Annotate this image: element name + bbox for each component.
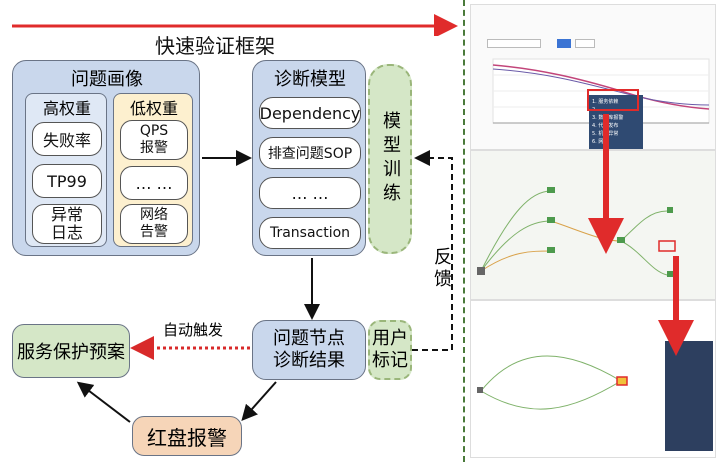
screenshot-top: 1. 服务依赖 2. 3. 数据库报警 4. 代码发布 5. 机器异常 6. 网… <box>470 4 716 150</box>
connector-arrows <box>76 150 453 423</box>
diagnosis-result-box: 问题节点 诊断结果 <box>252 320 366 380</box>
problem-profile-panel: 问题画像 高权重 失败率 TP99 异常 日志 低权重 QPS 报警 … … 网… <box>12 60 200 256</box>
detail-panel <box>665 341 713 451</box>
high-weight-panel: 高权重 失败率 TP99 异常 日志 <box>25 93 107 247</box>
tp99-box: TP99 <box>32 164 102 198</box>
secondary-button[interactable] <box>575 39 595 48</box>
red-alarm-box: 红盘报警 <box>132 416 242 456</box>
dependency-box: Dependency <box>259 97 361 129</box>
feedback-label: 反馈 <box>434 247 452 290</box>
red-down-arrows <box>588 114 694 356</box>
menu-item-1[interactable]: 1. 服务依赖 <box>592 99 619 105</box>
top-arrow <box>12 14 458 36</box>
high-weight-title: 高权重 <box>42 99 91 118</box>
diagnosis-model-panel: 诊断模型 Dependency 排查问题SOP … … Transaction <box>252 60 366 256</box>
date-input[interactable] <box>487 39 541 48</box>
diagnosis-model-title: 诊断模型 <box>274 69 346 90</box>
arrow-alarm-to-plan <box>76 381 131 423</box>
menu-highlight <box>587 89 639 111</box>
diagnosis-ellipsis-box: … … <box>259 177 361 209</box>
problem-profile-title: 问题画像 <box>71 69 143 90</box>
low-weight-title: 低权重 <box>129 99 178 118</box>
topology-graph-2 <box>477 355 628 410</box>
sop-box: 排查问题SOP <box>259 137 361 169</box>
arrow-result-to-alarm <box>241 381 277 421</box>
network-alarm-box: 网络 告警 <box>120 204 188 244</box>
panel-separator <box>463 0 465 462</box>
low-weight-panel: 低权重 QPS 报警 … … 网络 告警 <box>113 93 193 247</box>
low-weight-ellipsis-box: … … <box>120 166 188 200</box>
failure-rate-box: 失败率 <box>32 122 102 156</box>
user-mark-box: 用户 标记 <box>368 320 412 380</box>
protection-plan-box: 服务保护预案 <box>12 324 130 378</box>
transaction-box: Transaction <box>259 217 361 249</box>
arrow-feedback <box>412 150 453 351</box>
menu-item-6[interactable]: 6. 网络 <box>592 139 609 145</box>
qps-alarm-box: QPS 报警 <box>120 120 188 160</box>
page-title: 快速验证框架 <box>155 33 275 58</box>
model-training-box: 模型训练 <box>368 64 412 254</box>
exception-log-box: 异常 日志 <box>32 204 102 244</box>
screenshot-panel: 1. 服务依赖 2. 3. 数据库报警 4. 代码发布 5. 机器异常 6. 网… <box>470 4 716 458</box>
query-button[interactable] <box>557 39 571 48</box>
auto-trigger-label: 自动触发 <box>162 320 223 339</box>
